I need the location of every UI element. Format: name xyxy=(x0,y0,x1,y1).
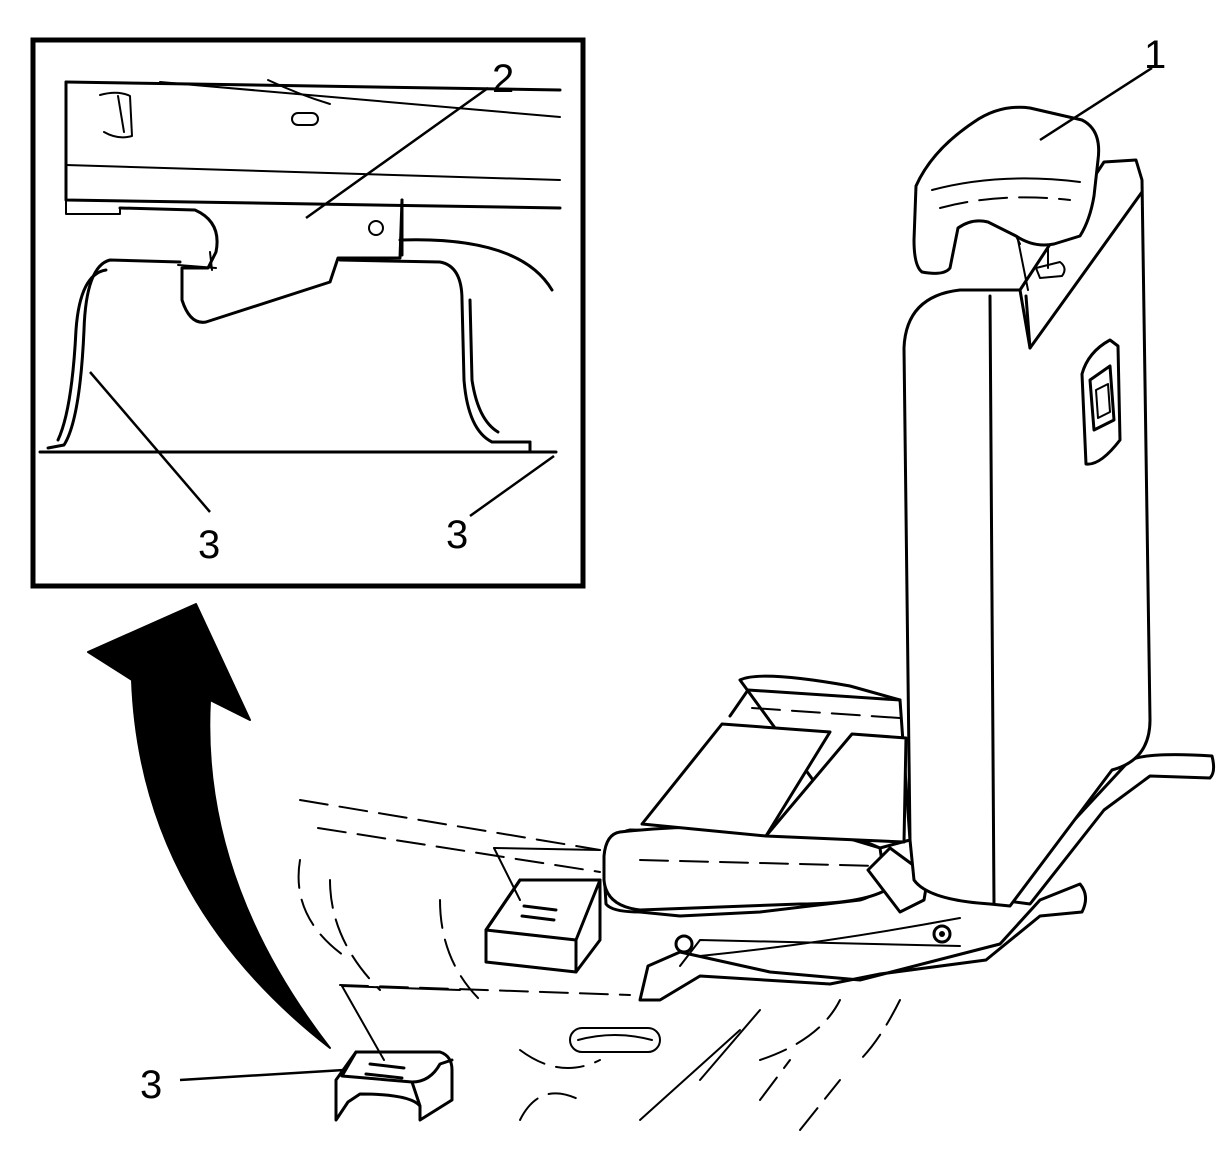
vehicle-floor xyxy=(297,799,901,1131)
callout-2: 2 xyxy=(492,57,514,101)
callout-3-inset-right: 3 xyxy=(446,513,468,557)
seatback-release-handle xyxy=(1080,338,1122,466)
floor-striker-main: 3 xyxy=(140,985,461,1122)
leader-3-right xyxy=(469,454,555,518)
inset-frame xyxy=(30,37,586,589)
floor-striker-bracket xyxy=(38,238,558,454)
callout-3-inset-left: 3 xyxy=(198,523,220,567)
leader-1 xyxy=(1039,66,1153,142)
detail-inset: 2 3 3 xyxy=(30,37,586,589)
leader-3-main xyxy=(179,1068,345,1082)
rear-seat-assembly: 1 xyxy=(602,33,1216,1002)
floor-striker-forward xyxy=(484,847,602,974)
callout-1: 1 xyxy=(1144,33,1166,77)
curved-arrow-icon xyxy=(87,603,331,1049)
callout-3-main: 3 xyxy=(140,1063,162,1107)
headrest xyxy=(912,105,1101,275)
latch-assembly xyxy=(118,198,404,324)
seat-frame-rail xyxy=(64,79,562,215)
leader-2 xyxy=(305,86,489,220)
leader-3-left xyxy=(89,371,211,513)
